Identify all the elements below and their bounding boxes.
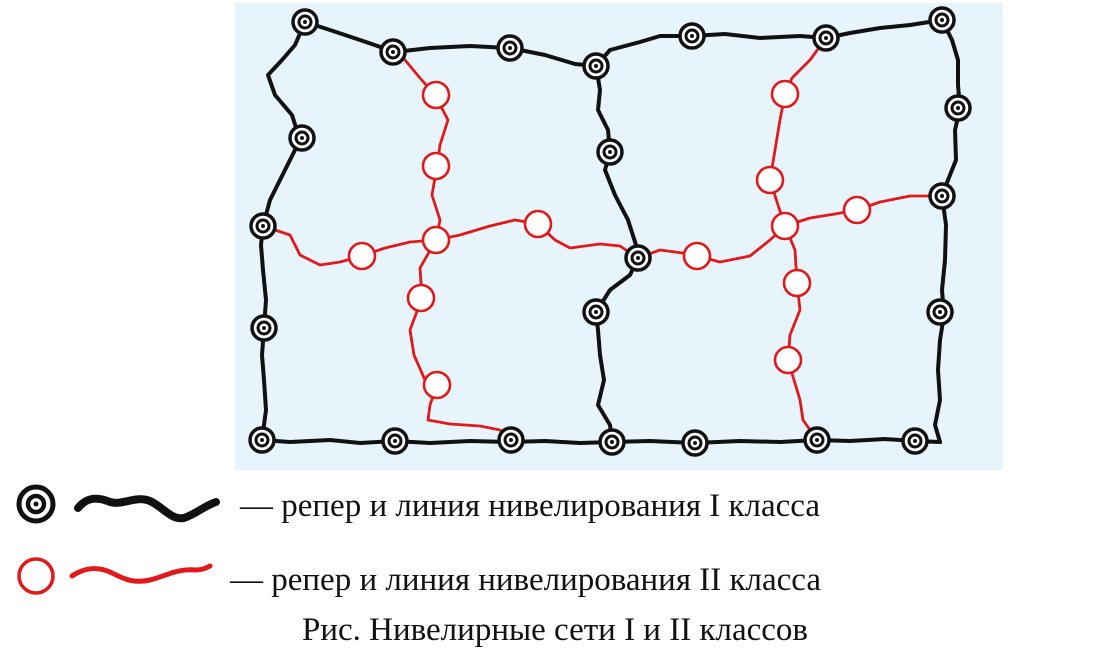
class-1-benchmark-icon (16, 484, 56, 524)
class-1-line (594, 18, 944, 68)
class-1-benchmark (497, 426, 525, 454)
class-2-benchmark (347, 241, 377, 271)
class-1-benchmark (250, 314, 278, 342)
class-2-benchmark (422, 370, 452, 400)
class-1-benchmark (291, 8, 319, 36)
class-2-line (636, 224, 787, 264)
class-2-benchmark (770, 79, 800, 109)
class-1-benchmark (582, 298, 610, 326)
class-2-benchmark (421, 225, 451, 255)
class-1-benchmark (381, 427, 409, 455)
class-2-benchmark (755, 165, 785, 195)
class-1-benchmark (812, 24, 840, 52)
legend-label-class-1: — репер и линия нивелирования I класса (240, 488, 820, 524)
diagram-background (235, 3, 1003, 470)
class-2-benchmark (842, 195, 872, 225)
class-2-line (261, 224, 438, 267)
class-1-line (261, 20, 307, 228)
class-1-benchmark (496, 34, 524, 62)
class-1-benchmark (678, 22, 706, 50)
class-2-benchmark (523, 209, 553, 239)
class-2-line (403, 58, 450, 242)
class-1-line (594, 256, 640, 444)
class-1-benchmark (901, 427, 929, 455)
class-2-benchmark (773, 345, 803, 375)
class-1-benchmark (928, 182, 956, 210)
class-1-benchmark (803, 426, 831, 454)
class-1-benchmark (928, 6, 956, 34)
class-1-benchmark (379, 38, 407, 66)
class-2-benchmark (782, 268, 812, 298)
class-1-benchmark (596, 138, 624, 166)
class-2-benchmark (421, 151, 451, 181)
legend-item-class-1: — репер и линия нивелирования I класса (0, 476, 1110, 532)
class-1-benchmark (926, 298, 954, 326)
class-1-line (260, 437, 942, 445)
class-2-line-icon (69, 563, 213, 584)
class-1-legend-symbols (16, 484, 220, 524)
class-1-line-icon (74, 494, 220, 523)
class-2-benchmark (406, 283, 436, 313)
class-1-line (303, 20, 598, 68)
class-2-benchmark-icon (17, 557, 55, 595)
class-1-benchmark (288, 124, 316, 152)
class-1-benchmark (248, 426, 276, 454)
class-2-benchmark (770, 211, 800, 241)
class-2-benchmark (682, 241, 712, 271)
legend-label-class-2: — репер и линия нивелирования II класса (230, 562, 821, 598)
class-1-benchmarks (248, 6, 972, 457)
class-1-benchmark (249, 212, 277, 240)
class-2-benchmark (421, 80, 451, 110)
legend-item-class-2: — репер и линия нивелирования II класса (0, 546, 1110, 602)
class-2-line (768, 36, 828, 228)
class-1-benchmark (598, 428, 626, 456)
figure-caption: Рис. Нивелирные сети I и II классов (302, 612, 808, 648)
class-2-benchmarks (347, 79, 872, 400)
class-2-legend-symbols (17, 557, 213, 595)
class-1-line (933, 194, 948, 444)
class-1-benchmark (944, 94, 972, 122)
leveling-network-diagram (235, 3, 1003, 470)
class-1-benchmark (582, 52, 610, 80)
class-1-benchmark (681, 429, 709, 457)
class-1-benchmark (624, 244, 652, 272)
